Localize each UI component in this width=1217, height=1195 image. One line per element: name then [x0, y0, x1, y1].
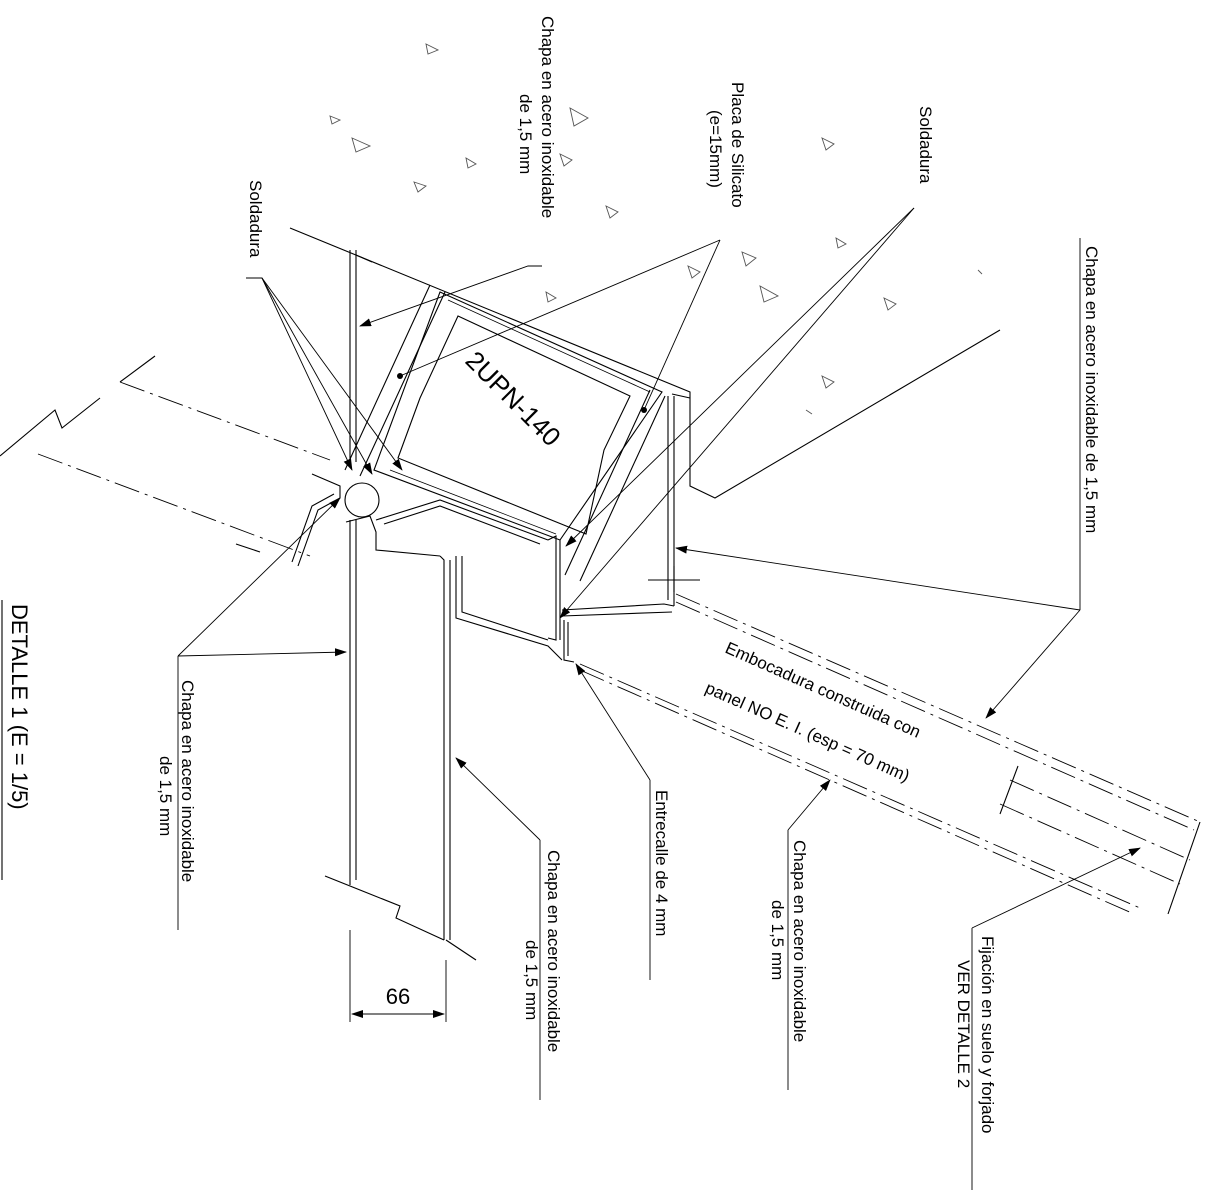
- placa-label-2: (e=15mm): [706, 110, 725, 188]
- concrete-aggregate: [329, 43, 983, 415]
- placa-label-1: Placa de Silicato: [728, 82, 747, 208]
- fijacion-label-1: Fijación en suelo y forjado: [978, 936, 997, 1134]
- embocadura-label-1: Embocadura construida con: [722, 638, 923, 741]
- chapa-left-label-2: de 1,5 mm: [156, 756, 175, 836]
- concrete-slab: [289, 43, 1001, 499]
- chapa-left-label-1: Chapa en acero inoxidable: [178, 680, 197, 882]
- left-panel: [0, 355, 331, 557]
- profile-label: 2UPN-140: [460, 345, 567, 452]
- chapa-right-label: Chapa en acero inoxidable de 1,5 mm: [1082, 246, 1101, 533]
- detail-title: DETALLE 1 (E = 1/5): [7, 604, 32, 810]
- chapa-top-label-1: Chapa en acero inoxidable: [538, 16, 557, 218]
- dimension-66: 66: [349, 930, 447, 1022]
- silicate-plate-right: [564, 389, 666, 582]
- silicate-plate-left: [344, 284, 446, 477]
- embocadura-panel: [579, 593, 1201, 915]
- dimension-label: 66: [386, 984, 410, 1009]
- chapa-top-label-2: de 1,5 mm: [516, 94, 535, 174]
- soldadura-right-label: Soldadura: [916, 106, 935, 184]
- chapa-bottom-label-1: Chapa en acero inoxidable: [790, 840, 809, 1042]
- right-sheet-frame: [375, 393, 700, 663]
- left-sheet-column: [324, 250, 477, 961]
- leader-lines: [1, 207, 1141, 1190]
- fijacion-label-2: VER DETALLE 2: [954, 960, 973, 1088]
- embocadura-label-2: panel NO E. I. (esp = 70 mm): [702, 678, 912, 785]
- entrecalle-label: Entrecalle de 4 mm: [652, 790, 671, 936]
- soldadura-left-label: Soldadura: [246, 180, 265, 258]
- labels: Chapa en acero inoxidable de 1,5 mm Plac…: [7, 16, 1101, 1134]
- chapa-bottom-label-2: de 1,5 mm: [768, 900, 787, 980]
- chapa-mid-label-2: de 1,5 mm: [522, 940, 541, 1020]
- joint-circle: [291, 473, 380, 567]
- chapa-mid-label-1: Chapa en acero inoxidable: [544, 850, 563, 1052]
